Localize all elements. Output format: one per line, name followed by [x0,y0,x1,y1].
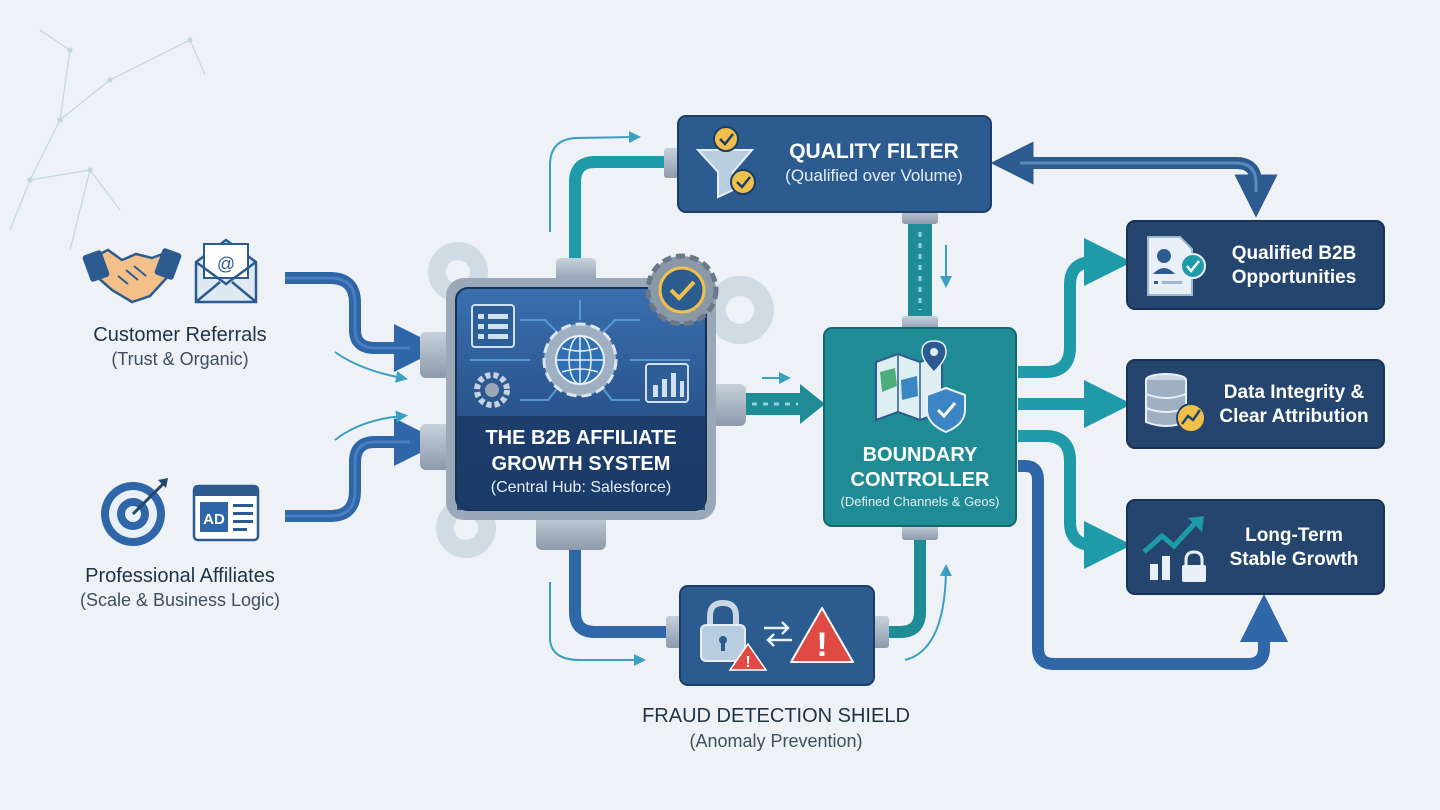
bar-chart-icon [645,363,689,403]
pipe-boundary-to-opportunities [1018,238,1132,378]
globe-gear-icon [542,322,618,398]
pipe-feedback-loop [990,141,1278,218]
quality-filter-title: QUALITY FILTER [789,140,959,163]
flow-arrow [904,564,952,661]
output-opportunities-line1: Qualified B2B [1231,243,1357,264]
hub-title-line2: GROWTH SYSTEM [491,453,671,475]
flow-arrow [549,582,646,666]
hub-subtitle: (Central Hub: Salesforce) [490,479,672,496]
boundary-controller-box [823,316,1017,540]
fraud-shield-subtitle: (Anomaly Prevention) [689,731,863,751]
funnel-icon [695,126,756,199]
location-pin-icon [921,340,947,374]
lock-icon: ! [700,599,768,671]
document-check-icon [1147,236,1206,296]
shield-icon [926,386,966,434]
output-opportunities-text: Qualified B2B Opportunities [1206,242,1382,290]
pipe-connector [556,258,596,284]
pipe-fraud-to-boundary [885,528,926,638]
pipe-boundary-to-growth [1018,430,1132,569]
pipe-connector [902,524,938,540]
ad-icon: AD [192,484,260,542]
svg-text:AD: AD [203,511,225,528]
quality-filter-box [664,115,992,224]
gear-icon [474,372,510,408]
referrals-title: Customer Referrals [93,324,267,346]
pipe-hub-to-fraud-shield [569,548,668,638]
fraud-shield-title: FRAUD DETECTION SHIELD [642,705,910,727]
warning-icon: ! [790,607,854,664]
fraud-shield-box: ! ! [666,585,889,686]
flow-arrow [334,351,408,383]
affiliates-title: Professional Affiliates [85,565,275,587]
output-opportunities-line2: Opportunities [1231,267,1357,288]
pipe-connector [873,616,889,648]
database-chart-icon [1145,373,1206,433]
pipe-boundary-to-growth-loop [1018,460,1288,670]
pipe-connector [666,616,682,648]
quality-filter-subtitle: (Qualified over Volume) [785,166,963,185]
form-icon [471,304,515,348]
handshake-icon [82,248,182,304]
arrowhead-to-boundary [800,384,825,424]
pipe-connector [536,512,606,550]
output-growth-line2: Stable Growth [1229,549,1359,570]
affiliates-subtitle: (Scale & Business Logic) [79,590,281,610]
svg-text:@: @ [217,254,235,274]
background-network-decoration [9,29,206,251]
output-growth-line1: Long-Term [1245,525,1343,546]
email-icon: @ [194,238,258,304]
referrals-subtitle: (Trust & Organic) [111,349,249,369]
flow-arrow [549,131,641,232]
svg-text:!: ! [745,654,750,671]
pipe-quality-to-boundary [908,222,932,320]
boundary-title-line2: CONTROLLER [850,469,990,491]
output-growth-text: Long-Term Stable Growth [1206,524,1382,572]
hub-title-panel [457,416,705,510]
output-data-integrity-line1: Data Integrity & [1223,382,1365,403]
flow-arrow [334,410,408,441]
boundary-title-line1: BOUNDARY [862,444,978,466]
exchange-arrows-icon [764,621,792,647]
boundary-subtitle: (Defined Channels & Geos) [840,494,1000,509]
output-data-integrity-line2: Clear Attribution [1219,406,1369,427]
growth-lock-icon [1142,516,1206,582]
central-hub [420,242,774,558]
output-card-growth [1126,499,1385,595]
pipe-connector [664,148,680,178]
checkmark-gear-icon [645,253,719,327]
pipe-hub-to-quality-filter [569,156,665,262]
output-card-data-integrity [1126,359,1385,449]
output-card-opportunities [1126,220,1385,310]
target-icon [101,478,168,546]
hub-title-line1: THE B2B AFFILIATE [485,427,677,449]
output-data-integrity-text: Data Integrity & Clear Attribution [1206,381,1382,429]
pipe-connector [902,316,938,330]
svg-text:!: ! [816,626,827,664]
